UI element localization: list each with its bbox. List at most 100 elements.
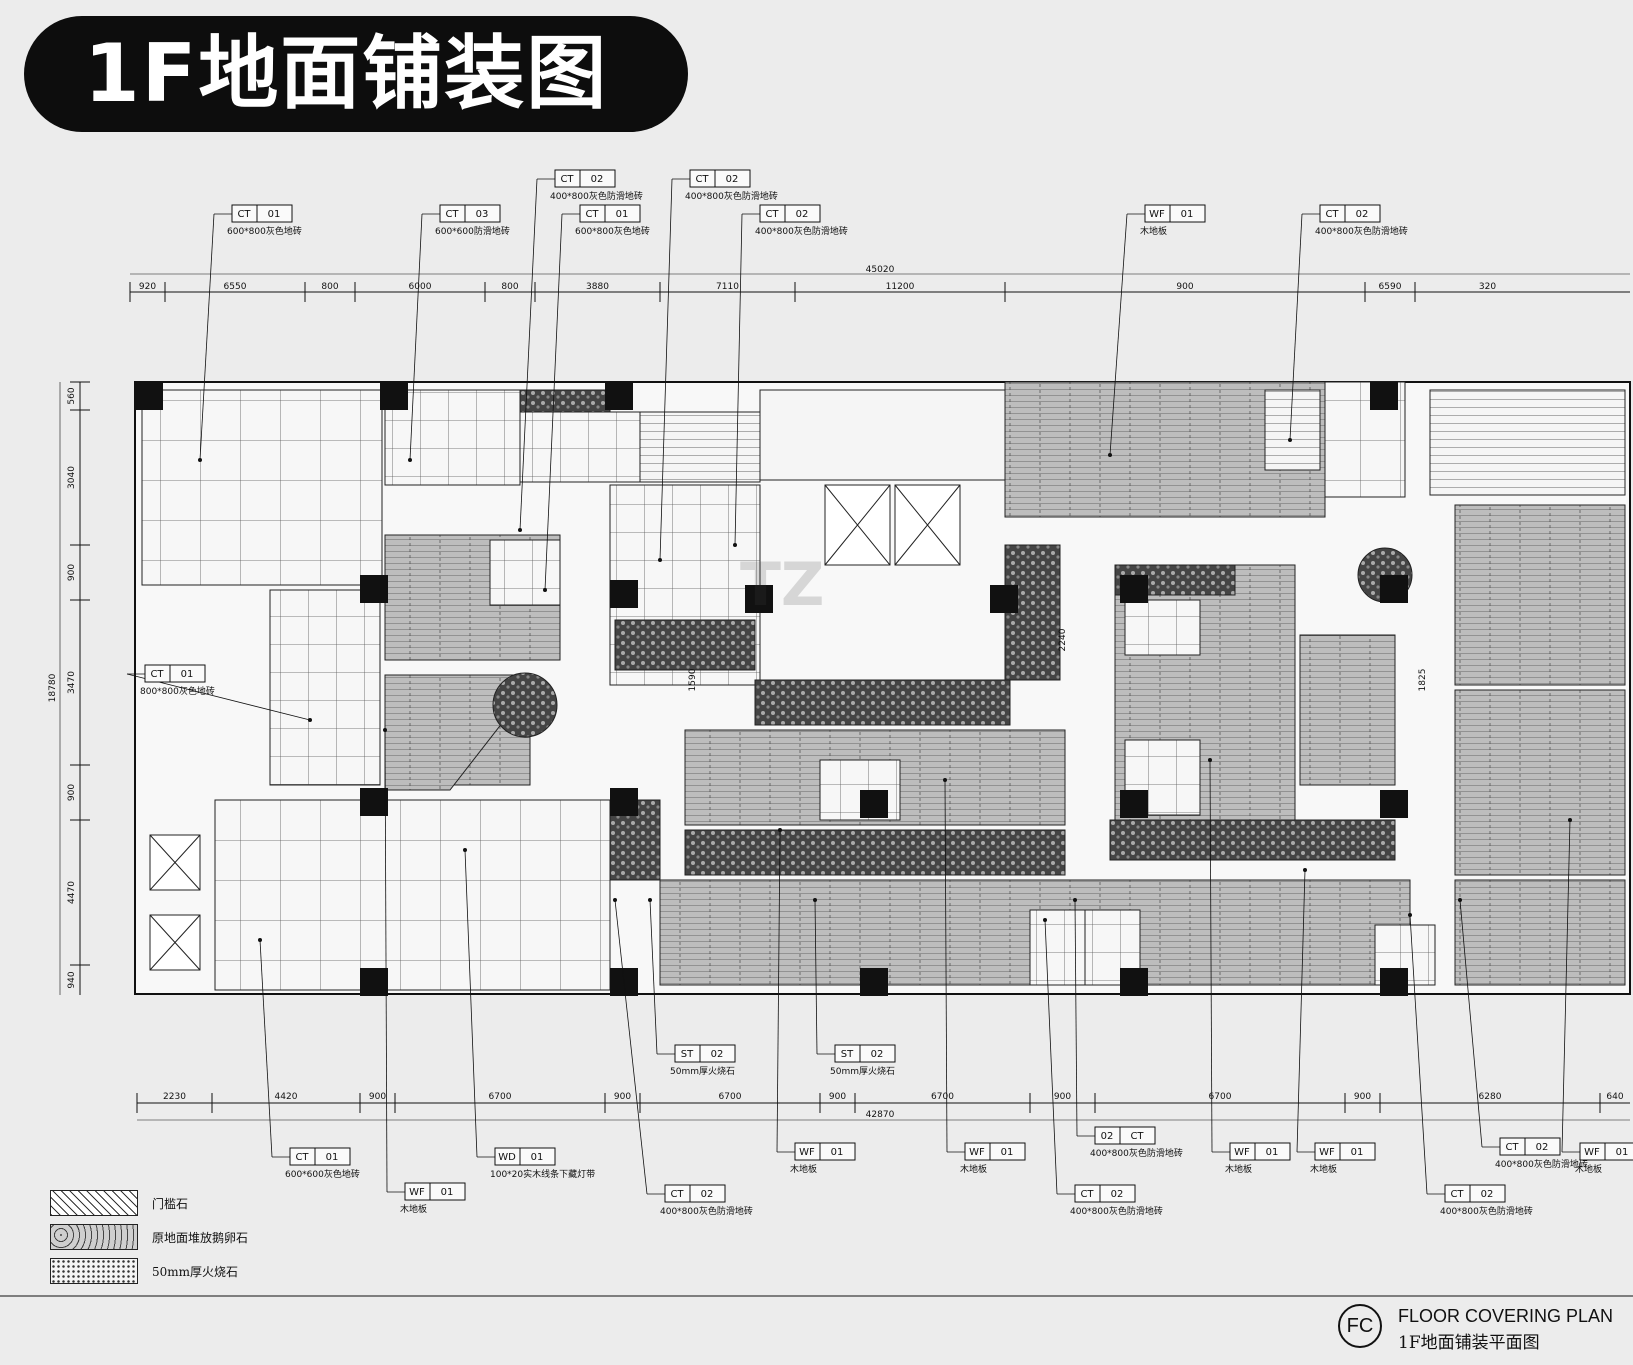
callout-code: CT: [560, 174, 574, 185]
drawing-code: FC: [1338, 1304, 1382, 1348]
bottom-dim-label: 900: [829, 1092, 846, 1102]
column: [135, 382, 163, 410]
callout-number: 01: [831, 1147, 844, 1158]
callout-code: WF: [1319, 1147, 1335, 1158]
column: [360, 968, 388, 996]
callout-code: WD: [498, 1152, 516, 1163]
leader-line: [1044, 919, 1058, 1195]
callout-number: 01: [1616, 1147, 1629, 1158]
round-planter-left: [492, 672, 558, 738]
callout-number: 02: [1536, 1142, 1549, 1153]
callout-number: 01: [1181, 209, 1194, 220]
callout-code: CT: [150, 669, 164, 680]
callout-description: 600*800灰色地砖: [575, 225, 650, 237]
title-banner: 1F地面铺装图: [24, 16, 688, 132]
column: [605, 382, 633, 410]
callout-description: 木地板: [1575, 1163, 1602, 1175]
callout-tag: [1074, 1184, 1136, 1203]
callout-description: 木地板: [400, 1203, 427, 1215]
legend-label: 门槛石: [152, 1196, 189, 1211]
callout-number: 02: [871, 1049, 884, 1060]
column: [1120, 575, 1148, 603]
leader-line: [384, 729, 388, 1193]
left-total-dim: 18780: [48, 673, 58, 702]
leader-line: [199, 213, 215, 461]
callout-description: 木地板: [1225, 1163, 1252, 1175]
column: [380, 382, 408, 410]
legend-swatch-threshold: [50, 1190, 138, 1216]
bottom-dim-label: 4420: [275, 1092, 298, 1102]
callout-tag: [664, 1184, 726, 1203]
callout-tag: [964, 1142, 1026, 1161]
leader-line: [1074, 899, 1078, 1137]
floor-zones: [141, 381, 1626, 991]
callout-tag: [144, 664, 206, 683]
zone-st02-band: [684, 829, 1066, 876]
bottom-dim-label: 6280: [1479, 1092, 1502, 1102]
banner-title: 1F地面铺装图: [84, 27, 609, 120]
callout-description: 木地板: [1310, 1163, 1337, 1175]
callout-description: 400*800灰色防滑地砖: [1440, 1205, 1533, 1217]
leader-line: [776, 829, 781, 1153]
callout-description: 100*20实木线条下藏灯带: [490, 1168, 595, 1180]
callout-description: 木地板: [790, 1163, 817, 1175]
bottom-dim-label: 900: [369, 1092, 386, 1102]
leader-line: [1209, 759, 1213, 1153]
top-dim-label: 6590: [1379, 282, 1402, 292]
leader-line: [659, 178, 673, 561]
callout-number: 01: [1351, 1147, 1364, 1158]
watermark: TZ: [740, 550, 824, 620]
callout-code: CT: [1505, 1142, 1519, 1153]
callout-number: 03: [476, 209, 489, 220]
leader-line: [1296, 869, 1306, 1153]
callout-description: 400*800灰色防滑地砖: [755, 225, 848, 237]
bottom-dim-label: 640: [1606, 1092, 1623, 1102]
leader-line: [1289, 213, 1303, 441]
callout-tag: [759, 204, 821, 223]
callout-number: 01: [616, 209, 629, 220]
leader-line: [1561, 819, 1571, 1153]
left-dim-label: 3040: [67, 466, 77, 489]
callout-description: 50mm厚火烧石: [670, 1065, 735, 1077]
top-dim-label: 320: [1479, 282, 1496, 292]
callout-code: CT: [1080, 1189, 1094, 1200]
callout-code: CT: [1325, 209, 1339, 220]
column: [990, 585, 1018, 613]
callout-code: CT: [445, 209, 459, 220]
legend-item-pebbles: 原地面堆放鹅卵石: [50, 1220, 248, 1254]
zone-core: [759, 389, 1006, 481]
zone-stair-far-right: [1429, 389, 1626, 496]
callout-code: WF: [799, 1147, 815, 1158]
callout-tag: [1319, 204, 1381, 223]
bottom-dim-label: 6700: [489, 1092, 512, 1102]
bottom-dim-label: 900: [1354, 1092, 1371, 1102]
callout-description: 400*800灰色防滑地砖: [1070, 1205, 1163, 1217]
legend-swatch-flamed-stone: [50, 1258, 138, 1284]
leader-line: [259, 939, 273, 1158]
callout-tag: [231, 204, 293, 223]
top-dim-label: 7110: [716, 282, 739, 292]
legend-swatch-pebbles: [50, 1224, 138, 1250]
callout-number: CT: [1130, 1131, 1144, 1142]
legend-label: 原地面堆放鹅卵石: [152, 1230, 249, 1245]
top-dim-label: 800: [501, 282, 518, 292]
callout-tag: [1144, 204, 1206, 223]
callout-code: WF: [409, 1187, 425, 1198]
callout-tag: [689, 169, 751, 188]
zone-wf01-ne: [1454, 504, 1626, 686]
top-dim-label: 11200: [886, 282, 915, 292]
callout-tag: [674, 1044, 736, 1063]
legend-item-threshold: 门槛石: [50, 1186, 248, 1220]
top-dim-label: 3880: [586, 282, 609, 292]
leader-line: [649, 899, 658, 1055]
callout-description: 木地板: [960, 1163, 987, 1175]
callout-tag: [1229, 1142, 1291, 1161]
zone-stair-left: [639, 411, 761, 483]
callout-code: CT: [585, 209, 599, 220]
callout-tag: [404, 1182, 466, 1201]
leader-line: [544, 213, 563, 591]
callout-description: 400*800灰色防滑地砖: [660, 1205, 753, 1217]
callout-number: 01: [531, 1152, 544, 1163]
drawing-title-cn: 1F地面铺装平面图: [1398, 1333, 1540, 1353]
